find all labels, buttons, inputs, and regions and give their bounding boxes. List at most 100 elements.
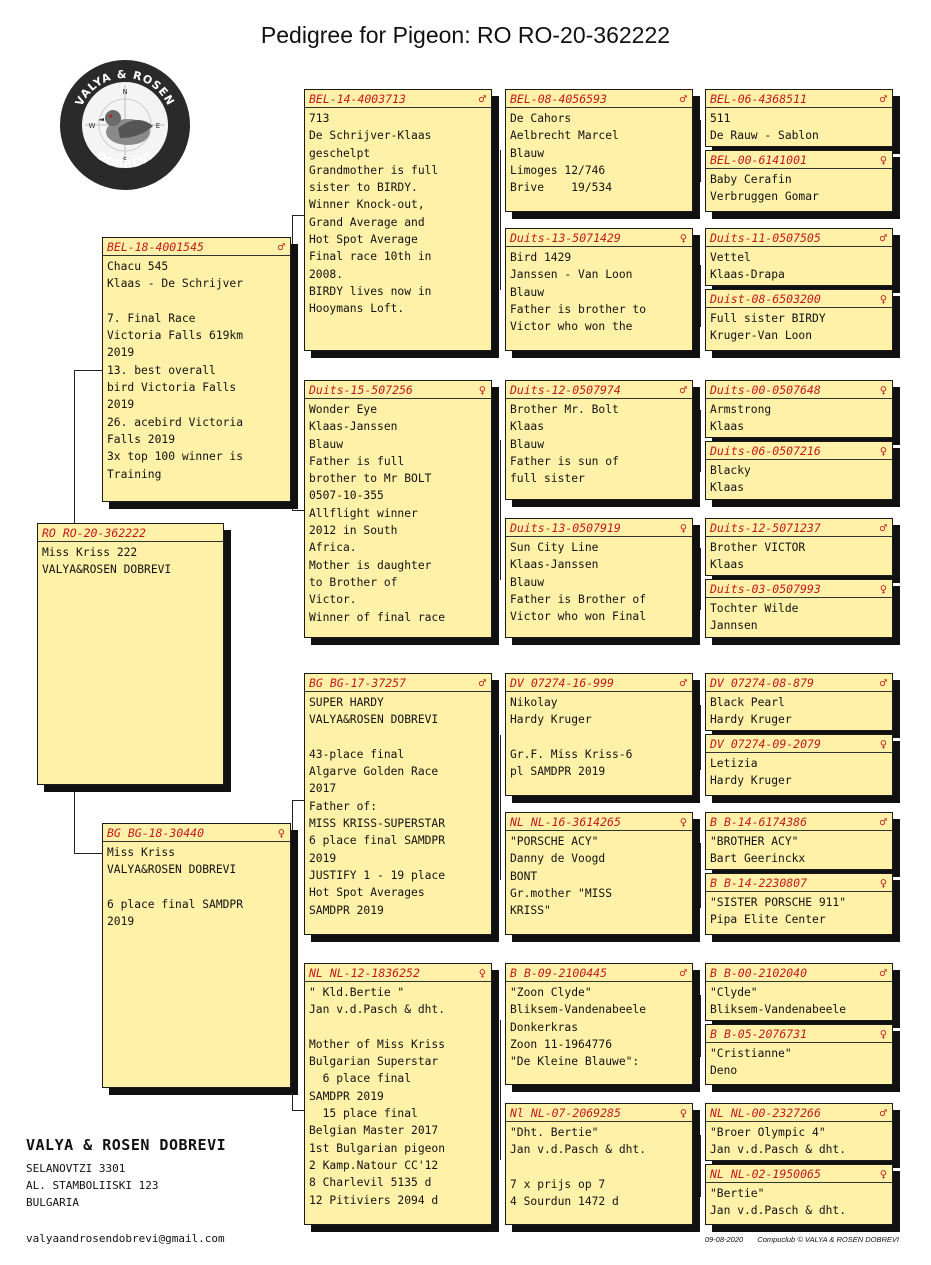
country-code: RO: [42, 525, 56, 540]
info-line: Gr.F. Miss Kriss-6: [510, 747, 633, 761]
info-line: 0507-10-355: [309, 489, 384, 503]
info-line: Father is full: [309, 454, 405, 468]
female-icon: ♀: [879, 736, 887, 751]
ring-header: Duits-12-0507974♂: [506, 381, 692, 399]
info-line: JUSTIFY 1 - 19 place: [309, 868, 446, 882]
info-line: Brother Mr. Bolt: [510, 403, 619, 416]
country-code: DV: [510, 675, 524, 690]
info-line: Verbruggen Gomar: [710, 190, 819, 204]
info-line: Falls 2019: [107, 432, 176, 446]
info-line: 2019: [107, 915, 135, 929]
info-line: Black Pearl: [710, 696, 785, 709]
ring-number: RO-20-362222: [62, 525, 146, 540]
connector-line: [292, 1110, 304, 1111]
footer-date: 09-08-2020: [704, 1235, 744, 1244]
female-icon: ♀: [679, 520, 687, 535]
info-line: Deno: [710, 1064, 738, 1078]
info-line: Pipa Elite Center: [710, 913, 826, 927]
info-line: BONT: [510, 869, 538, 883]
info-line: sister to BIRDY.: [309, 181, 418, 195]
pigeon-info: "Broer Olympic 4"Jan v.d.Pasch & dht.: [706, 1122, 892, 1159]
info-line: Jan v.d.Pasch & dht.: [710, 1204, 847, 1218]
info-line: "Zoon Clyde": [510, 986, 592, 999]
logo-compass-s: S: [123, 156, 128, 164]
info-line: Winner Knock-out,: [309, 198, 425, 212]
footer-credit: Compuclub © VALYA & ROSEN DOBREVI: [757, 1235, 899, 1244]
info-line: VALYA&ROSEN DOBREVI: [309, 713, 439, 727]
info-line: Belgian Master 2017: [309, 1124, 439, 1138]
pigeon-info: "SISTER PORSCHE 911"Pipa Elite Center: [706, 892, 892, 929]
info-line: geschelpt: [309, 146, 371, 160]
ring-number: NL-12-1836252: [329, 965, 420, 980]
ring-number: Duits-13-5071429: [510, 230, 621, 245]
info-line: Klaas - De Schrijver: [107, 277, 244, 291]
info-line: Baby Cerafin: [710, 173, 792, 186]
info-line: to Brother of: [309, 575, 398, 589]
male-icon: ♂: [879, 1105, 887, 1120]
ring-number: BEL-00-6141001: [710, 152, 807, 167]
female-icon: ♀: [679, 1105, 687, 1120]
info-line: Jan v.d.Pasch & dht.: [510, 1143, 647, 1157]
info-line: Letizia: [710, 757, 758, 770]
info-line: Janssen - Van Loon: [510, 268, 633, 282]
info-line: Father is sun of: [510, 454, 619, 468]
info-line: [309, 729, 487, 746]
ring-number: BEL-06-4368511: [710, 91, 807, 106]
info-line: Danny de Voogd: [510, 852, 606, 866]
connector-line: [292, 215, 304, 216]
ring-header: Duist-08-6503200♀: [706, 290, 892, 308]
info-line: Jannsen: [710, 619, 758, 633]
country-code: DV: [710, 736, 724, 751]
breeder-email[interactable]: valyaandrosendobrevi@gmail.com: [26, 1232, 225, 1245]
country-code: B: [710, 1026, 717, 1041]
connector-line: [700, 995, 701, 1057]
info-line: Blacky: [710, 464, 751, 477]
female-icon: ♀: [879, 152, 887, 167]
ring-number: B-00-2102040: [723, 965, 808, 980]
info-line: Miss Kriss 222: [42, 546, 138, 559]
info-line: "Cristianne": [710, 1047, 792, 1060]
